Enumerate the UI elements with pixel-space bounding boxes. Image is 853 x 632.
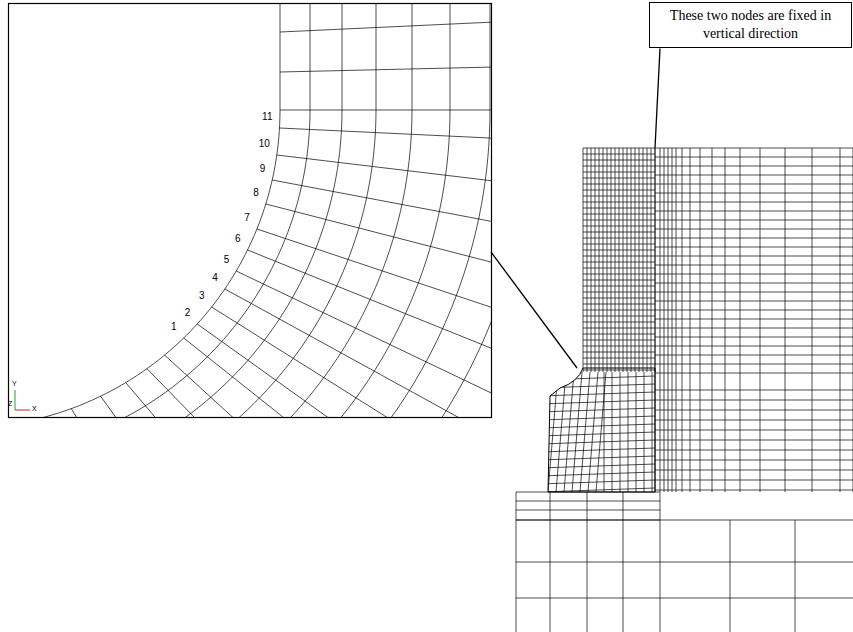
node-number: 11	[262, 112, 272, 122]
zoom-leader	[491, 252, 577, 368]
axis-triad	[15, 390, 30, 410]
callout-text: These two nodes are fixed in vertical di…	[656, 7, 845, 43]
callout-box: These two nodes are fixed in vertical di…	[649, 2, 852, 48]
node-number: 5	[224, 255, 230, 265]
node-number: 4	[212, 273, 218, 283]
inset-frame	[9, 4, 492, 418]
node-number: 1	[171, 322, 177, 332]
node-number: 3	[199, 291, 205, 301]
main-mesh	[516, 148, 853, 632]
axis-label: Y	[12, 380, 17, 387]
node-number: 10	[259, 139, 270, 149]
node-number: 6	[235, 234, 241, 244]
callout-leader	[655, 48, 660, 148]
node-number: 9	[260, 164, 266, 174]
axis-label: X	[32, 405, 37, 412]
inset-ground	[9, 4, 492, 418]
node-number: 7	[244, 213, 250, 223]
node-number: 8	[253, 188, 259, 198]
node-number: 2	[185, 308, 191, 318]
inset-mesh	[32, 4, 491, 417]
axis-label: Z	[8, 400, 12, 407]
